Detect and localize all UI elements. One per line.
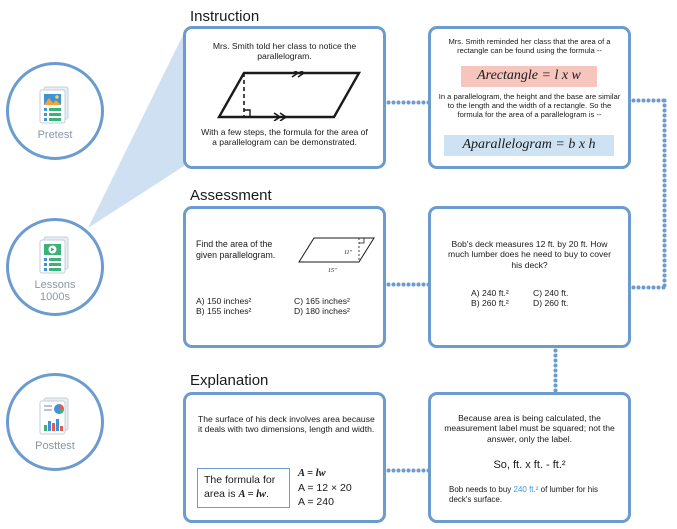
document-video-icon	[39, 236, 69, 273]
r-option-c[interactable]: C) 240 ft.	[533, 288, 569, 298]
parallelogram-figure	[216, 71, 362, 121]
assessment-left-prompt: Find the area of the given parallelogram…	[196, 239, 276, 260]
assessment-base-label: 15"	[328, 268, 337, 274]
assessment-right-prompt: Bob's deck measures 12 ft. by 20 ft. How…	[448, 239, 611, 270]
final-prefix: Bob needs to buy	[449, 485, 514, 494]
assessment-parallelogram	[298, 237, 375, 263]
explanation-right-eq: So, ft. x ft. - ft.²	[493, 459, 566, 471]
parallelogram-formula: Aparallelogram = b x h	[444, 135, 614, 156]
document-image-icon	[39, 86, 69, 123]
assessment-card-right: Bob's deck measures 12 ft. by 20 ft. How…	[428, 206, 631, 348]
assessment-height-label: 11"	[344, 250, 353, 256]
connector-explanation	[386, 468, 428, 473]
r-option-b[interactable]: B) 260 ft.²	[471, 298, 509, 308]
explanation-card-right: Because area is being calculated, the me…	[428, 392, 631, 523]
instruction-title: Instruction	[190, 8, 260, 25]
final-value: 240 ft.²	[513, 485, 539, 494]
formula-suffix: .	[266, 488, 269, 500]
option-b[interactable]: B) 155 inches²	[196, 306, 252, 316]
final-suffix: of lumber for his deck's surface.	[449, 485, 598, 504]
pretest-label: Pretest	[37, 128, 73, 141]
formula-box: The formula for area is A = lw.	[197, 468, 290, 508]
calc-line-1: A = lw	[298, 468, 326, 479]
option-c[interactable]: C) 165 inches²	[294, 296, 350, 306]
calc-line-3: A = 240	[298, 496, 334, 508]
explanation-card-left: The surface of his deck involves area be…	[183, 392, 386, 523]
formula-prefix: The formula for area is	[204, 474, 276, 500]
pretest-circle[interactable]: Pretest	[6, 62, 104, 160]
posttest-circle[interactable]: Posttest	[6, 373, 104, 471]
lessons-circle[interactable]: Lessons 1000s	[6, 218, 104, 316]
option-a[interactable]: A) 150 inches²	[196, 296, 252, 306]
calc-line-2: A = 12 × 20	[298, 482, 352, 494]
calc-block: A = lw A = 12 × 20 A = 240	[298, 467, 352, 509]
instruction-right-mid-text: In a parallelogram, the height and the b…	[438, 92, 621, 120]
lessons-label-line1: Lessons	[34, 278, 76, 291]
instruction-card-left: Mrs. Smith told her class to notice the …	[183, 26, 386, 169]
instruction-left-bottom-text: With a few steps, the formula for the ar…	[201, 127, 368, 148]
explanation-title: Explanation	[190, 372, 269, 389]
explanation-left-text: The surface of his deck involves area be…	[198, 414, 375, 435]
connector-assessment	[386, 282, 428, 287]
instruction-left-top-text: Mrs. Smith told her class to notice the …	[212, 41, 357, 62]
instruction-card-right: Mrs. Smith reminded her class that the a…	[428, 26, 631, 169]
formula-var: A = lw	[238, 489, 267, 500]
option-d[interactable]: D) 180 inches²	[294, 306, 350, 316]
explanation-right-final: Bob needs to buy 240 ft.² of lumber for …	[449, 485, 619, 505]
connector-assessment-down	[553, 348, 558, 394]
document-chart-icon	[39, 397, 69, 434]
instruction-right-top-text: Mrs. Smith reminded her class that the a…	[448, 37, 611, 56]
connector-instruction	[386, 100, 428, 105]
explanation-right-text: Because area is being calculated, the me…	[444, 413, 615, 444]
lessons-label-line2: 1000s	[40, 290, 70, 303]
connector-right-mid	[631, 285, 666, 290]
posttest-label: Posttest	[35, 439, 75, 452]
assessment-card-left: Find the area of the given parallelogram…	[183, 206, 386, 348]
connector-right-top	[631, 98, 666, 103]
r-option-d[interactable]: D) 260 ft.	[533, 298, 569, 308]
assessment-title: Assessment	[190, 187, 272, 204]
rectangle-formula: Arectangle = l x w	[461, 66, 597, 87]
r-option-a[interactable]: A) 240 ft.²	[471, 288, 509, 298]
connector-right-vertical	[662, 98, 667, 288]
